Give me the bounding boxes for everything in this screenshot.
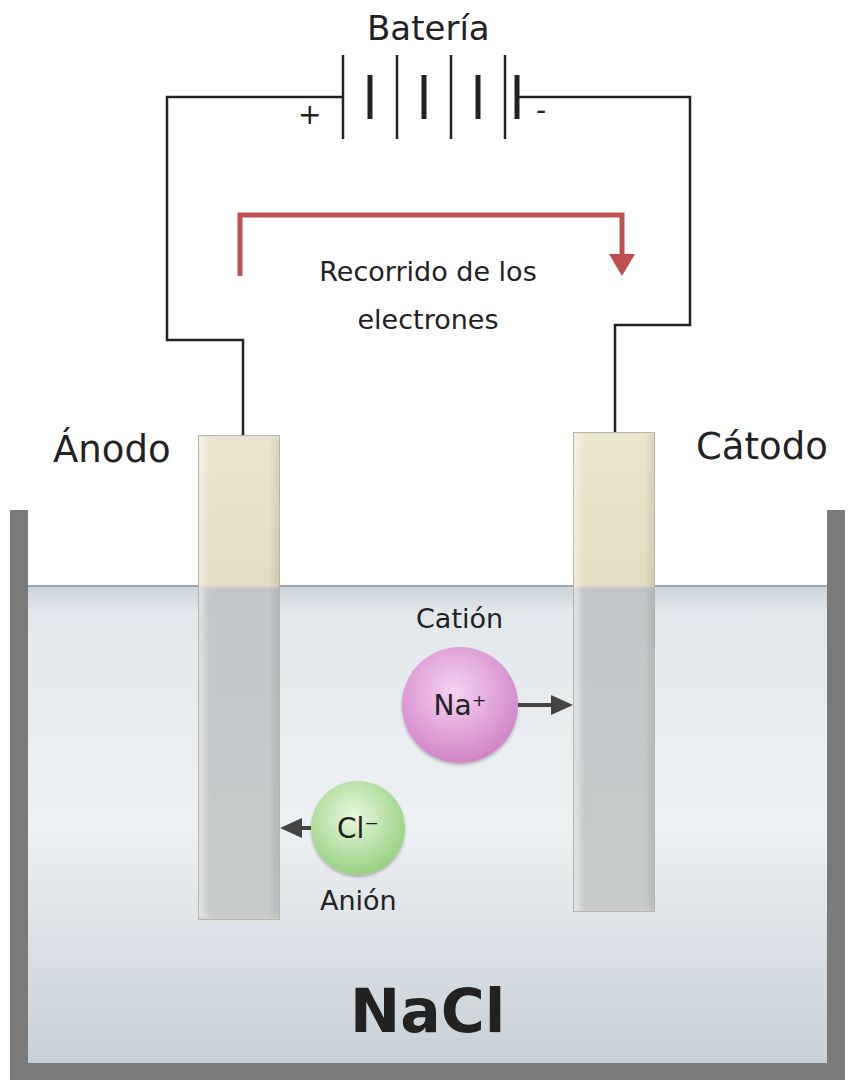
ion-symbol: Na⁺ <box>434 689 487 722</box>
wire <box>167 97 343 436</box>
container-bottom <box>10 1063 845 1080</box>
ion-migration-arrow <box>280 818 311 838</box>
ion-type-label: Anión <box>320 885 397 917</box>
arrowhead <box>551 695 573 715</box>
ion-symbol: Cl⁻ <box>337 812 379 845</box>
wire <box>517 97 690 433</box>
battery-symbol <box>343 55 517 139</box>
ion-type-label: Catión <box>416 603 503 635</box>
battery-label: Batería <box>367 8 490 49</box>
arrow-shaft <box>518 703 553 707</box>
anode-electrode: Ánodo <box>198 435 280 920</box>
solution-label: NaCl <box>350 975 505 1047</box>
cation-circle: Na⁺Catión <box>402 647 518 763</box>
electron-path-arrowhead <box>609 254 635 276</box>
solution-surface <box>28 585 827 587</box>
anion-circle: Cl⁻Anión <box>311 781 405 875</box>
arrowhead <box>280 818 302 838</box>
path-label: Recorrido de los electrones <box>273 248 583 344</box>
polarity-sign: + <box>298 98 321 132</box>
container-wall <box>10 510 28 1080</box>
container-wall <box>827 510 845 1080</box>
cathode-electrode: Cátodo <box>573 432 655 912</box>
electrode-label: Ánodo <box>53 428 171 472</box>
electrode-label: Cátodo <box>696 425 828 469</box>
solution <box>28 585 827 1063</box>
polarity-sign: - <box>536 94 546 128</box>
ion-migration-arrow <box>518 695 573 715</box>
